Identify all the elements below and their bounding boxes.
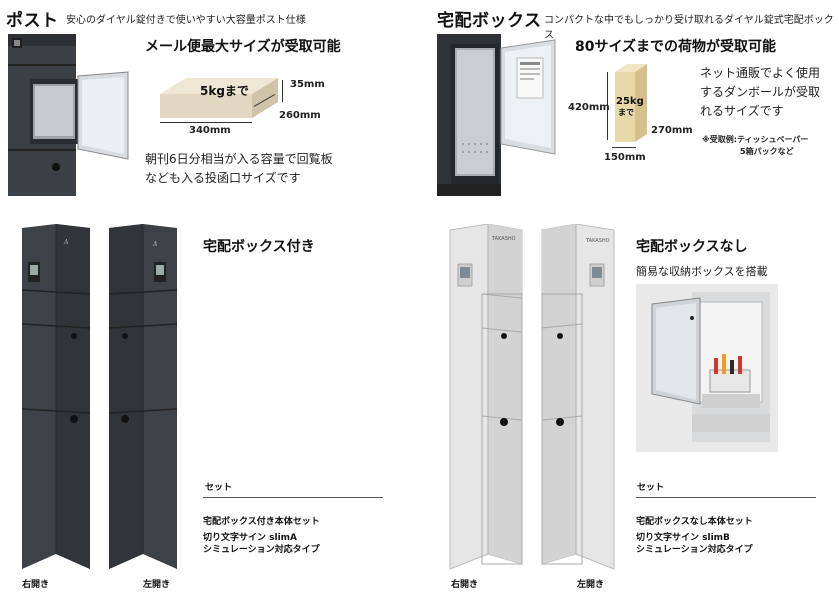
without-box-divider	[636, 497, 816, 498]
without-box-sub: 簡易な収納ボックスを搭載	[636, 265, 768, 278]
delivery-title: 宅配ボックス	[437, 11, 542, 31]
delivery-note: ※受取例:ティッシュペーパー 5箱パックなど	[702, 135, 809, 156]
post-desc-line: なども入る投函口サイズです	[145, 171, 301, 185]
svg-text:TAKASHO: TAKASHO	[585, 238, 610, 244]
light-unit-left-open: TAKASHO	[540, 224, 616, 574]
post-subtitle: 安心のダイヤル錠付きで使いやすい大容量ポスト仕様	[66, 15, 306, 26]
mail-dim-width: 340mm	[189, 125, 231, 136]
cardboard-dim-depth: 270mm	[651, 125, 693, 136]
without-box-set-name: 宅配ボックスなし本体セット	[636, 517, 753, 527]
cardboard-dim-width-line	[612, 147, 636, 148]
with-box-spec: 切り文字サイン slimA シミュレーション対応タイプ	[203, 533, 320, 555]
storage-box-photo	[636, 284, 778, 452]
cardboard-dim-height: 420mm	[568, 102, 610, 113]
post-unit-photo	[8, 34, 133, 196]
mail-dim-height: 35mm	[290, 79, 325, 90]
without-box-heading: 宅配ボックスなし	[636, 239, 748, 255]
mail-dim-width-line	[160, 122, 252, 123]
svg-text:A: A	[63, 239, 69, 246]
delivery-unit-photo	[437, 34, 562, 196]
post-desc-line: 朝刊6日分相当が入る容量で回覧板	[145, 152, 333, 166]
delivery-subtitle: コンパクトな中でもしっかり受け取れるダイヤル錠式宅配ボックス	[544, 15, 834, 41]
with-box-set-label: セット	[205, 483, 233, 493]
mail-dim-height-line	[282, 80, 283, 102]
mail-box-illustration	[160, 74, 285, 126]
post-title: ポスト	[6, 11, 59, 31]
mail-weight-label: 5kgまで	[200, 84, 249, 98]
without-box-set-label: セット	[637, 483, 665, 493]
delivery-desc-line: れるサイズです	[700, 104, 784, 118]
svg-text:TAKASHO: TAKASHO	[491, 236, 516, 242]
with-box-heading: 宅配ボックス付き	[203, 239, 315, 255]
delivery-heading: 80サイズまでの荷物が受取可能	[575, 39, 777, 55]
cardboard-dim-height-line	[607, 72, 608, 140]
with-box-left-open-label: 左開き	[143, 580, 171, 590]
with-box-divider	[203, 497, 383, 498]
dark-unit-right-open: A	[20, 224, 92, 574]
light-unit-right-open: TAKASHO	[448, 224, 524, 574]
cardboard-dim-width: 150mm	[604, 152, 646, 163]
with-box-right-open-label: 右開き	[22, 580, 50, 590]
cardboard-box-illustration	[611, 64, 653, 144]
without-box-right-open-label: 右開き	[451, 580, 479, 590]
with-box-set-name: 宅配ボックス付き本体セット	[203, 517, 320, 527]
post-heading: メール便最大サイズが受取可能	[145, 39, 341, 55]
svg-text:A: A	[152, 241, 158, 248]
delivery-desc-line: するダンボールが受取	[700, 85, 821, 99]
without-box-spec: 切り文字サイン slimB シミュレーション対応タイプ	[636, 533, 753, 555]
dark-unit-left-open: A	[107, 224, 179, 574]
delivery-description: ネット通販でよく使用 するダンボールが受取 れるサイズです	[700, 64, 820, 121]
mail-dim-depth: 260mm	[279, 110, 321, 121]
without-box-left-open-label: 左開き	[577, 580, 605, 590]
post-description: 朝刊6日分相当が入る容量で回覧板 なども入る投函口サイズです	[145, 150, 333, 188]
cardboard-weight-label: 25kg まで	[616, 96, 644, 117]
delivery-desc-line: ネット通販でよく使用	[700, 66, 821, 80]
